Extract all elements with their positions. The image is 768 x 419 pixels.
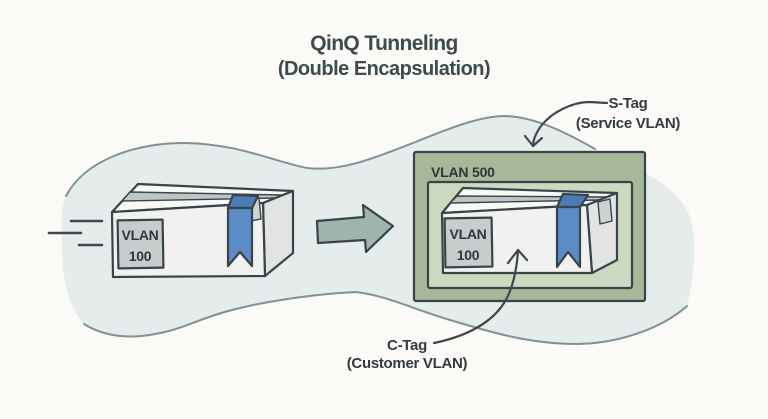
ribbon-top-part [226, 193, 260, 210]
s-tag-pointer-arrow [531, 100, 609, 148]
s-tag-label-line-1: S-Tag [608, 95, 647, 112]
title-line-1: QinQ Tunneling [310, 32, 458, 55]
inner-vlan-100-label-line-2: 100 [457, 247, 480, 263]
inner-vlan-100-label: VLAN 100 [443, 216, 494, 269]
tunnel-bottom-edge-line [83, 290, 688, 346]
vlan-100-label-line-1: VLAN [122, 227, 159, 243]
ribbon-tag-icon [226, 193, 260, 268]
c-tag-annotation: C-Tag (Customer VLAN) [347, 248, 529, 372]
vlan-100-label-box [116, 218, 165, 270]
title-line-2: (Double Encapsulation) [278, 58, 490, 80]
original-packet: VLAN 100 [110, 182, 295, 279]
ribbon-front-part [226, 206, 254, 268]
inner-vlan-100-label-line-1: VLAN [450, 226, 487, 242]
c-tag-arrowhead-icon [506, 248, 529, 265]
s-tag-arrowhead-icon [523, 134, 544, 148]
motion-lines-icon [47, 219, 104, 247]
inner-vlan-100-label-box [443, 216, 494, 269]
diagram-title: QinQ Tunneling (Double Encapsulation) [278, 32, 491, 80]
s-tag-label-line-2: (Service VLAN) [576, 115, 680, 132]
c-tag-label-line-2: (Customer VLAN) [347, 355, 468, 372]
tunnel-top-edge-line [65, 114, 596, 197]
service-vlan-frame-label: VLAN 500 [431, 164, 495, 180]
s-tag-annotation: S-Tag (Service VLAN) [523, 95, 681, 148]
c-tag-pointer-arrow [432, 248, 520, 345]
vlan-100-label-line-2: 100 [129, 248, 152, 264]
inner-packet-flap-tab [597, 198, 613, 225]
c-tag-label-line-1: C-Tag [387, 337, 427, 354]
inner-ribbon-front-part [555, 205, 582, 269]
vlan-100-label: VLAN 100 [116, 218, 165, 270]
encapsulated-packet: VLAN 500 VLAN 100 [412, 150, 647, 303]
inner-ribbon-tag-icon [555, 192, 590, 269]
encapsulation-arrow-icon [315, 203, 395, 254]
